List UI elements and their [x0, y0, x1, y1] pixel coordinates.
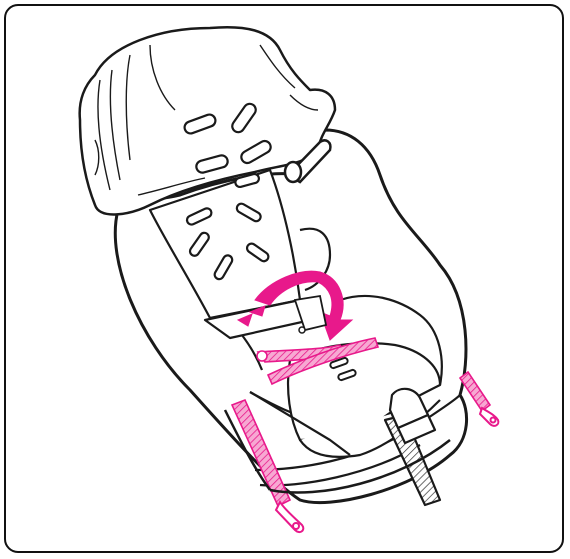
clip-icon — [480, 408, 498, 426]
pivot-dot — [299, 327, 305, 333]
clip-icon — [276, 502, 303, 532]
